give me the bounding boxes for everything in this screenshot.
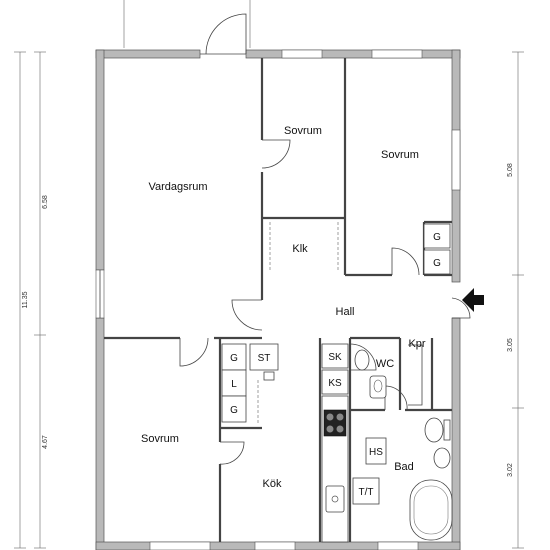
cabinet-label-l-left: L bbox=[231, 379, 237, 390]
windows bbox=[95, 49, 461, 550]
cabinet-label-hs: HS bbox=[369, 447, 383, 458]
room-label-kok: Kök bbox=[263, 478, 282, 490]
cabinet-label-g-left-2: G bbox=[230, 405, 238, 416]
cabinet-label-st: ST bbox=[258, 353, 271, 364]
room-label-klk: Klk bbox=[292, 243, 308, 255]
room-label-sovrum-top-small: Sovrum bbox=[284, 125, 322, 137]
balcony-door bbox=[200, 13, 247, 55]
dim-left-total: 11.35 bbox=[22, 291, 29, 308]
cabinet-label-tt: T/T bbox=[359, 487, 374, 498]
room-label-kpr: Kpr bbox=[408, 338, 425, 350]
cabinet-label-g-top-2: G bbox=[433, 258, 441, 269]
door-swings bbox=[179, 139, 471, 465]
dim-right-lower: 3.02 bbox=[507, 463, 514, 477]
cabinet-label-g-left-1: G bbox=[230, 353, 238, 364]
closets bbox=[221, 222, 451, 424]
cabinet-label-g-top-1: G bbox=[433, 232, 441, 243]
kitchen-fixtures bbox=[321, 395, 349, 543]
room-label-bad: Bad bbox=[394, 461, 414, 473]
entrance-arrow-icon bbox=[462, 288, 484, 312]
dim-right-middle: 3.05 bbox=[507, 338, 514, 352]
room-label-wc: WC bbox=[376, 358, 394, 370]
wc-fixtures bbox=[354, 344, 423, 406]
dim-left-lower: 4.67 bbox=[42, 435, 49, 449]
room-label-sovrum-bottom: Sovrum bbox=[141, 433, 179, 445]
outer-walls bbox=[95, 49, 461, 550]
dimension-lines bbox=[14, 0, 524, 549]
room-label-vardagsrum: Vardagsrum bbox=[148, 181, 207, 193]
room-label-sovrum-top-right: Sovrum bbox=[381, 149, 419, 161]
cabinet-label-sk: SK bbox=[328, 352, 342, 363]
dim-right-upper: 5.08 bbox=[507, 163, 514, 177]
cabinet-label-ks: KS bbox=[328, 378, 342, 389]
interior-walls bbox=[104, 58, 452, 542]
room-label-hall: Hall bbox=[336, 306, 355, 318]
bath-fixtures bbox=[352, 417, 453, 541]
dim-left-upper: 6.58 bbox=[42, 195, 49, 209]
